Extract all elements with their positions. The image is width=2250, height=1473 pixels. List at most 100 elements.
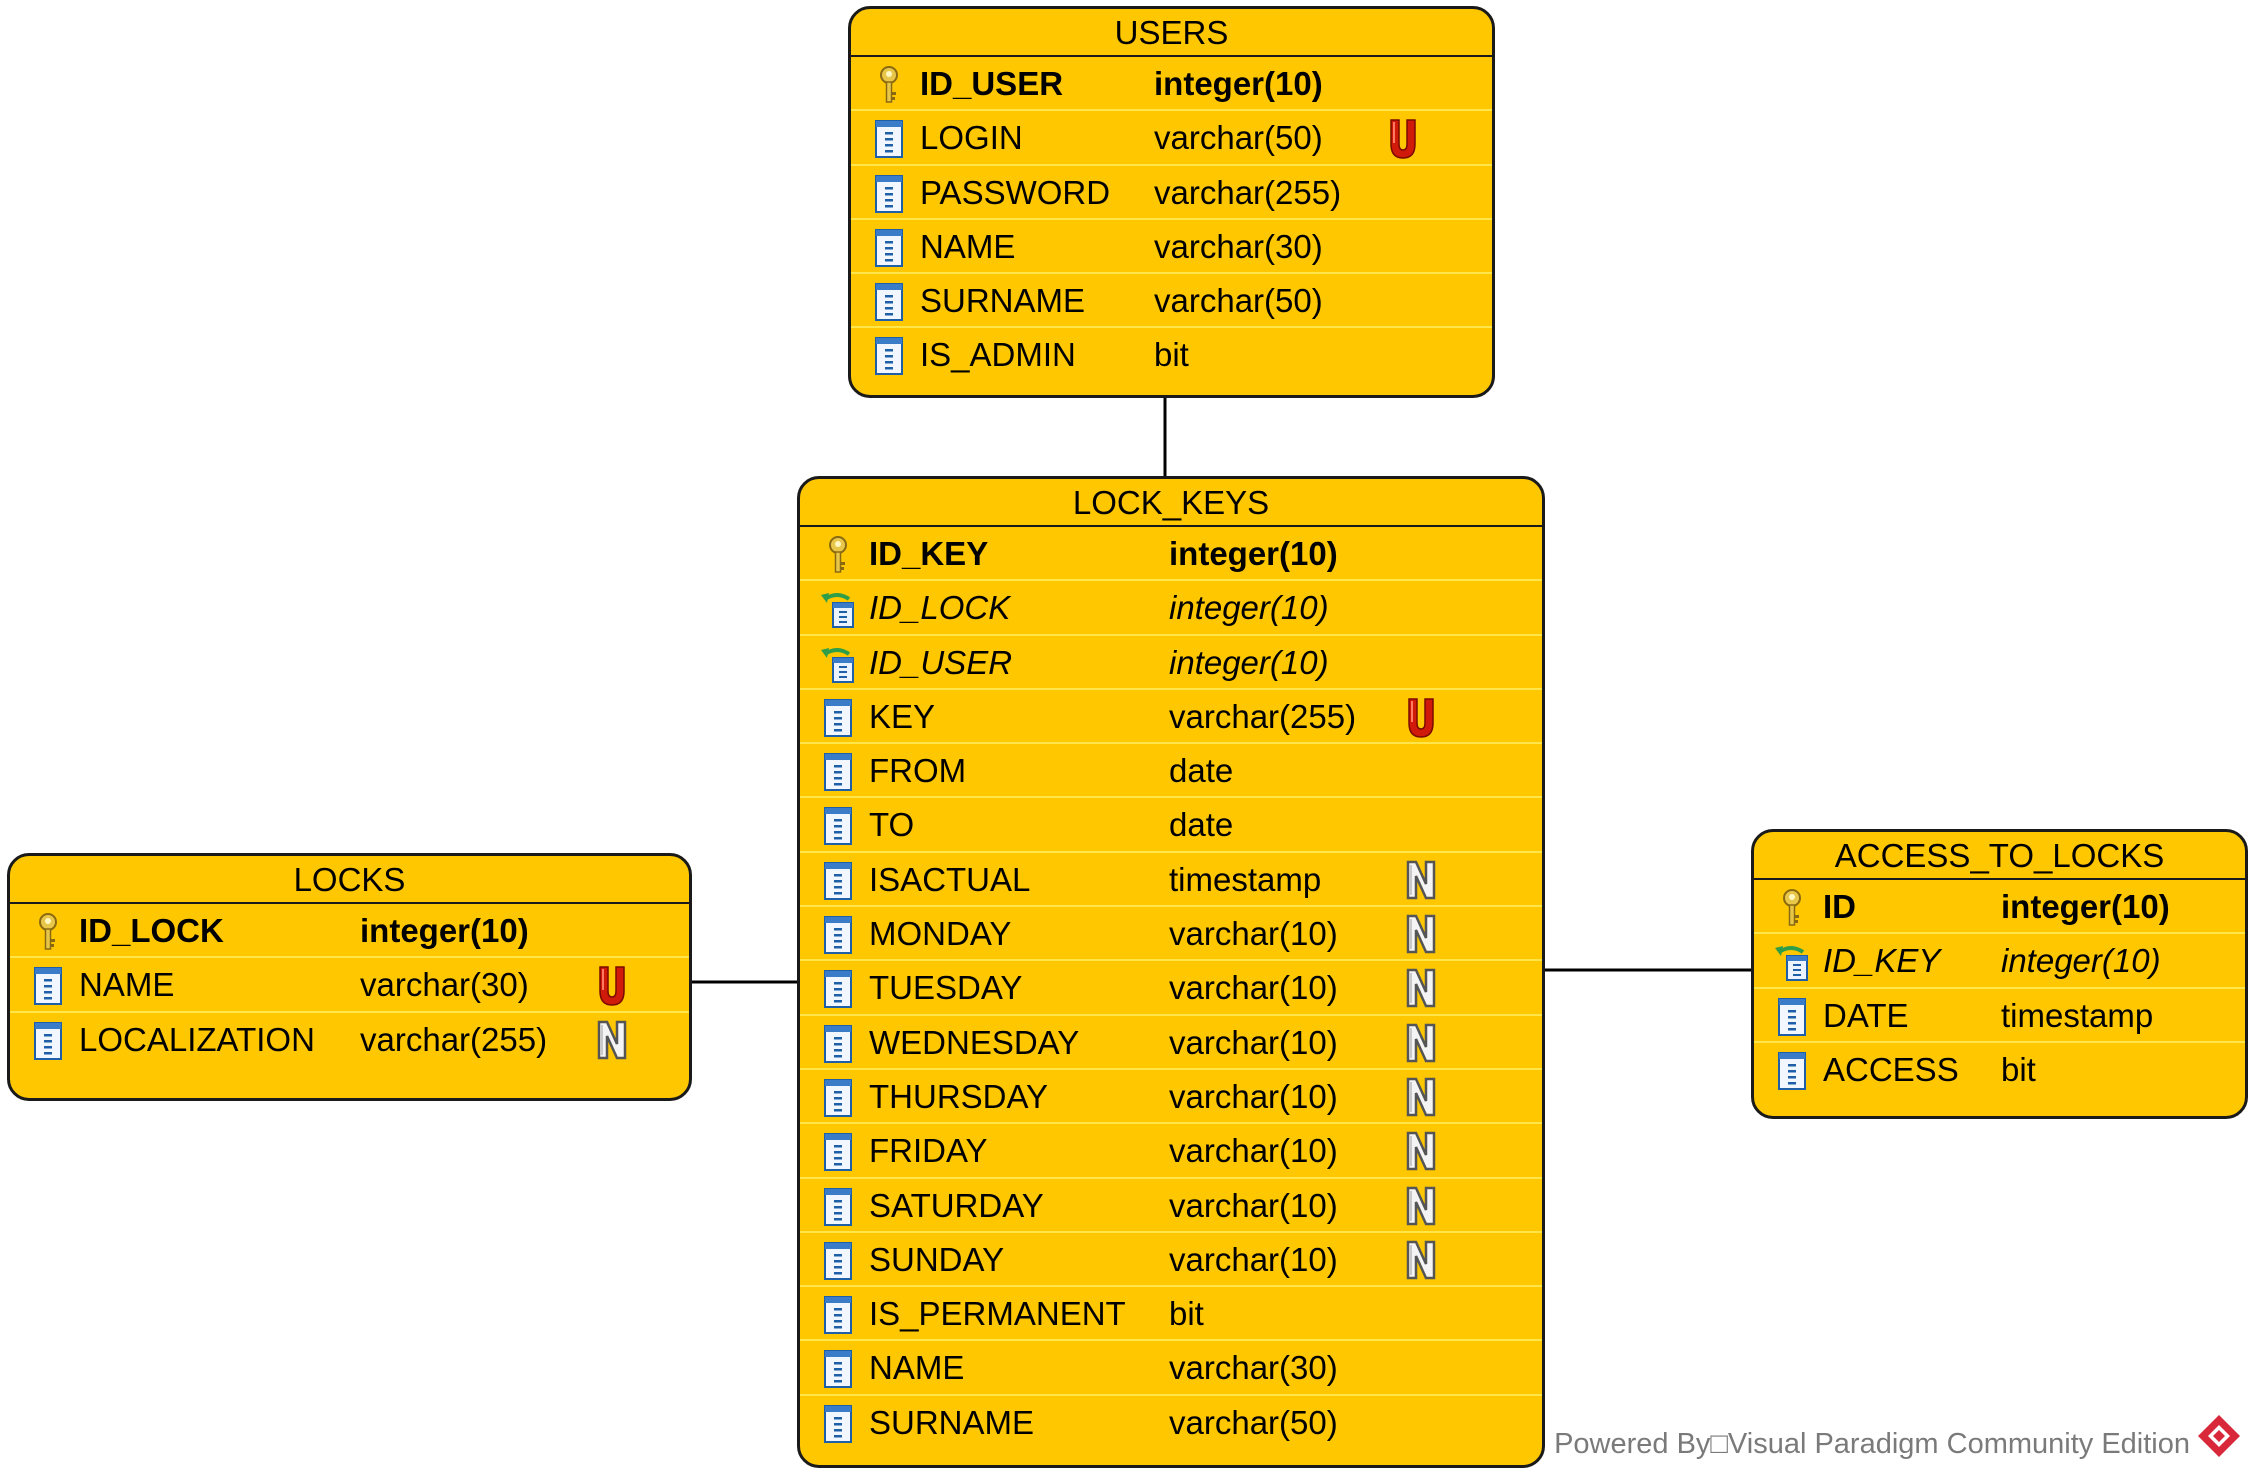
column-name: ID_USER <box>869 643 1013 681</box>
nullable-constraint-icon <box>1406 1132 1436 1171</box>
nullable-constraint-icon <box>1406 1186 1436 1225</box>
column-row[interactable]: SURNAME varchar(50) <box>851 274 1492 329</box>
column-type: varchar(10) <box>1169 1186 1338 1224</box>
foreign-key-row[interactable]: ID_USER integer(10) <box>800 636 1542 690</box>
column-name: SATURDAY <box>869 1186 1044 1224</box>
column-type: integer(10) <box>1169 589 1329 627</box>
column-type: timestamp <box>2001 996 2154 1034</box>
column-type: varchar(50) <box>1154 282 1323 320</box>
primary-key-icon <box>829 536 847 573</box>
column-type: varchar(50) <box>1169 1403 1338 1441</box>
column-icon <box>824 1296 852 1335</box>
column-row[interactable]: IS_PERMANENT bit <box>800 1287 1542 1342</box>
column-icon <box>824 698 852 737</box>
column-type: integer(10) <box>1169 643 1329 681</box>
column-type: timestamp <box>1169 860 1322 898</box>
column-icon <box>1778 997 1806 1036</box>
column-name: SUNDAY <box>869 1240 1005 1278</box>
column-name: ID_LOCK <box>869 589 1011 627</box>
column-name: ID <box>1823 888 1856 925</box>
nullable-constraint-icon <box>597 1020 627 1059</box>
column-icon <box>875 174 903 213</box>
column-icon <box>34 967 62 1006</box>
column-type: integer(10) <box>1154 65 1323 102</box>
nullable-constraint-icon <box>1406 969 1436 1008</box>
nullable-constraint-icon <box>1406 860 1436 900</box>
column-icon <box>824 861 852 900</box>
unique-constraint-icon <box>1408 698 1434 738</box>
column-name: TUESDAY <box>869 969 1023 1007</box>
column-type: varchar(50) <box>1154 119 1323 157</box>
entity-title: LOCK_KEYS <box>800 479 1542 527</box>
column-name: PASSWORD <box>920 173 1111 211</box>
foreign-key-row[interactable]: ID_LOCK integer(10) <box>800 581 1542 636</box>
column-name: ACCESS <box>1823 1050 1959 1088</box>
primary-key-icon <box>1783 889 1801 926</box>
column-row[interactable]: MONDAY varchar(10) <box>800 907 1542 962</box>
visual-paradigm-logo-icon <box>2198 1415 2240 1457</box>
column-type: varchar(10) <box>1169 1132 1338 1170</box>
column-icon <box>824 1241 852 1280</box>
unique-constraint-icon <box>599 966 625 1007</box>
column-type: varchar(10) <box>1169 1023 1338 1061</box>
column-name: ISACTUAL <box>869 860 1031 898</box>
column-icon <box>824 1078 852 1117</box>
column-row[interactable]: TUESDAY varchar(10) <box>800 961 1542 1016</box>
column-icon <box>1778 1051 1806 1090</box>
column-name: IS_PERMANENT <box>869 1295 1126 1333</box>
column-name: TO <box>869 806 915 844</box>
column-icon <box>824 1133 852 1172</box>
column-type: varchar(10) <box>1169 969 1338 1007</box>
column-name: ID_KEY <box>869 535 989 572</box>
column-name: SURNAME <box>920 282 1086 320</box>
column-type: bit <box>1154 336 1189 374</box>
nullable-constraint-icon <box>1406 1023 1436 1062</box>
column-name: FROM <box>869 752 967 790</box>
column-type: varchar(10) <box>1169 915 1338 953</box>
column-icon <box>875 337 903 376</box>
column-type: varchar(10) <box>1169 1077 1338 1115</box>
column-type: integer(10) <box>2001 942 2161 980</box>
column-icon <box>824 753 852 792</box>
column-icon <box>824 1024 852 1063</box>
column-type: bit <box>1169 1295 1204 1333</box>
foreign-key-icon <box>821 593 854 629</box>
column-icon <box>875 228 903 267</box>
column-name: MONDAY <box>869 915 1012 953</box>
column-row[interactable]: SATURDAY varchar(10) <box>800 1179 1542 1233</box>
column-row[interactable]: ISACTUAL timestamp <box>800 853 1542 908</box>
entity-title: LOCKS <box>10 856 689 904</box>
column-type: varchar(30) <box>1169 1349 1338 1387</box>
column-name: ID_LOCK <box>79 912 224 949</box>
column-name: NAME <box>920 227 1016 265</box>
column-type: varchar(255) <box>1169 697 1357 735</box>
